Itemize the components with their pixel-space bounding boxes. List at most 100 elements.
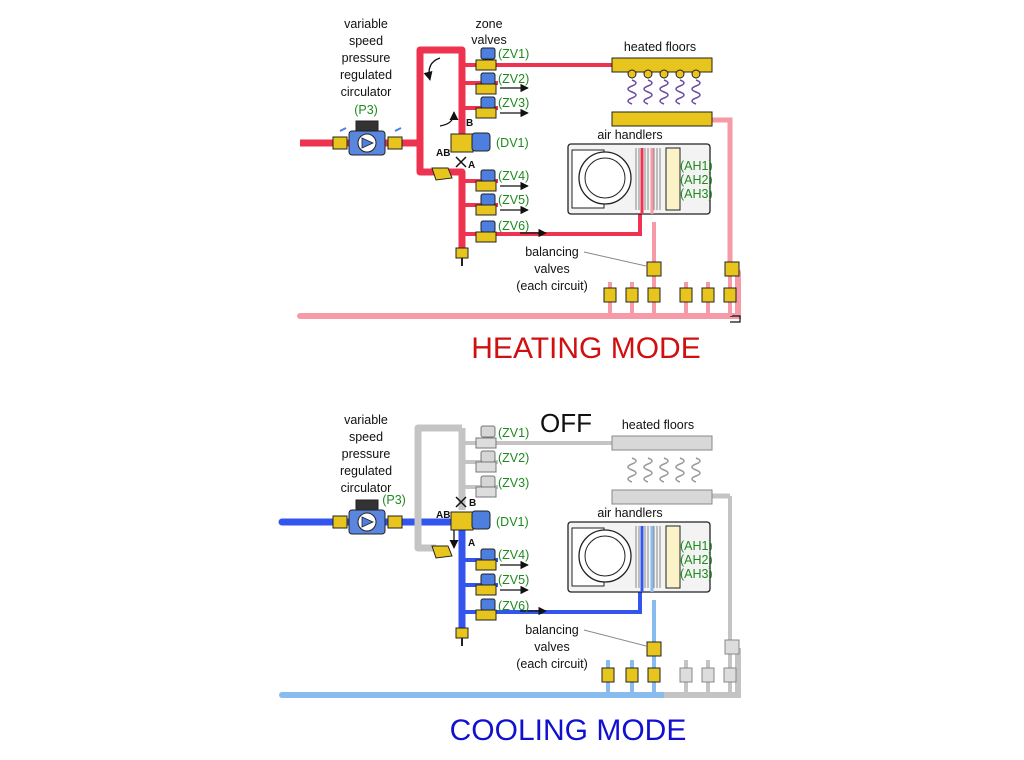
svg-text:valves: valves <box>534 640 569 654</box>
zone-valve-zv4 <box>475 548 497 571</box>
svg-text:(ZV1): (ZV1) <box>498 47 529 61</box>
port-a-label: A <box>468 538 475 549</box>
port-ab-label: AB <box>436 510 450 521</box>
svg-text:(ZV3): (ZV3) <box>498 476 529 490</box>
svg-text:(ZV6): (ZV6) <box>498 219 529 233</box>
diverter-tag: (DV1) <box>496 136 529 150</box>
zone-valve-zv3 <box>475 96 497 119</box>
svg-text:regulated: regulated <box>340 464 392 478</box>
zone-valve-zv4 <box>475 169 497 192</box>
circulator-p3 <box>332 120 403 156</box>
svg-text:circulator: circulator <box>341 85 392 99</box>
balancing-valves <box>603 261 740 303</box>
svg-text:(AH3): (AH3) <box>680 187 713 201</box>
circulator-tag: (P3) <box>354 103 378 117</box>
heating-mode-panel: variable speed pressure regulated circul… <box>297 17 741 365</box>
circulator-label: variable speed pressure regulated circul… <box>340 413 392 495</box>
zone-flow-arrows-cold <box>500 560 547 616</box>
svg-text:(AH1): (AH1) <box>680 159 713 173</box>
svg-text:(ZV4): (ZV4) <box>498 169 529 183</box>
zone-valve-zv5 <box>475 193 497 216</box>
svg-text:valves: valves <box>534 262 569 276</box>
zone-valve-tags: (ZV1) (ZV2) (ZV3) (ZV4) (ZV5) (ZV6) <box>498 426 529 613</box>
drain-valve <box>455 627 469 646</box>
svg-text:(each circuit): (each circuit) <box>516 279 588 293</box>
balancing-valves <box>601 641 662 683</box>
balancing-valves-label: balancing valves (each circuit) <box>516 245 588 293</box>
y-strainer <box>431 545 453 559</box>
svg-text:(AH3): (AH3) <box>680 567 713 581</box>
zone-valve-zv6 <box>475 220 497 243</box>
air-handler-unit <box>567 521 711 593</box>
zone-valve-zv6 <box>475 598 497 621</box>
zone-valve-zv3-off <box>475 475 497 498</box>
air-handlers-label: air handlers <box>597 506 662 520</box>
circulator-tag: (P3) <box>382 493 406 507</box>
air-handler-tags: (AH1) (AH2) (AH3) <box>680 159 713 201</box>
svg-text:(ZV5): (ZV5) <box>498 193 529 207</box>
svg-text:(ZV6): (ZV6) <box>498 599 529 613</box>
heated-floor-manifold <box>611 57 713 127</box>
svg-text:(AH2): (AH2) <box>680 173 713 187</box>
heating-mode-title: HEATING MODE <box>471 332 700 365</box>
svg-text:speed: speed <box>349 430 383 444</box>
drain-valve <box>455 247 469 266</box>
y-strainer <box>431 167 453 181</box>
zone-valve-zv1 <box>475 47 497 71</box>
return-header-off <box>664 648 741 698</box>
bypass-loop-off <box>414 424 462 552</box>
zone-valve-zv1-off <box>475 425 497 449</box>
svg-text:circulator: circulator <box>341 481 392 495</box>
svg-text:variable: variable <box>344 17 388 31</box>
svg-text:(ZV1): (ZV1) <box>498 426 529 440</box>
air-handler-tags: (AH1) (AH2) (AH3) <box>680 539 713 581</box>
port-b-label: B <box>469 498 476 509</box>
air-handler-unit <box>567 143 711 215</box>
diverter-tag: (DV1) <box>496 515 529 529</box>
zone-valves-label-line2: valves <box>471 33 506 47</box>
zone-valve-zv2 <box>475 72 497 95</box>
svg-text:speed: speed <box>349 34 383 48</box>
svg-text:(ZV2): (ZV2) <box>498 72 529 86</box>
svg-text:balancing: balancing <box>525 623 579 637</box>
svg-text:balancing: balancing <box>525 245 579 259</box>
diverter-valve-dv1 <box>450 132 491 168</box>
balancing-leader <box>583 251 647 267</box>
svg-text:(ZV4): (ZV4) <box>498 548 529 562</box>
return-header-tail <box>730 315 741 323</box>
air-handlers-label: air handlers <box>597 128 662 142</box>
off-status-label: OFF <box>540 408 592 438</box>
flow-arrow-loop-1 <box>423 57 441 81</box>
heated-floors-label: heated floors <box>624 40 696 54</box>
svg-text:pressure: pressure <box>342 51 391 65</box>
cooling-mode-title: COOLING MODE <box>450 714 687 747</box>
svg-text:variable: variable <box>344 413 388 427</box>
port-a-label: A <box>468 160 475 171</box>
port-ab-label: AB <box>436 148 450 159</box>
zone-valves-label-line1: zone <box>475 17 502 31</box>
svg-text:(ZV2): (ZV2) <box>498 451 529 465</box>
balancing-valves-off <box>679 639 740 683</box>
zone-valve-zv2-off <box>475 450 497 473</box>
zone-flow-arrows <box>500 83 547 238</box>
svg-text:(ZV5): (ZV5) <box>498 573 529 587</box>
bypass-loop-pipe <box>416 46 466 143</box>
svg-text:regulated: regulated <box>340 68 392 82</box>
svg-text:(AH1): (AH1) <box>680 539 713 553</box>
heated-floor-manifold-off <box>611 435 713 505</box>
circulator-label: variable speed pressure regulated circul… <box>340 17 392 99</box>
svg-text:(each circuit): (each circuit) <box>516 657 588 671</box>
zone-valve-zv5 <box>475 573 497 596</box>
svg-text:pressure: pressure <box>342 447 391 461</box>
balancing-leader <box>583 629 647 647</box>
cooling-mode-panel: variable speed pressure regulated circul… <box>278 408 741 747</box>
balancing-valves-label: balancing valves (each circuit) <box>516 623 588 671</box>
circulator-p3 <box>332 499 403 535</box>
flow-arrow-loop-2 <box>439 111 459 127</box>
floor-return-pipe <box>712 117 733 272</box>
port-b-label: B <box>466 118 473 129</box>
zone-valve-tags: (ZV1) (ZV2) (ZV3) (ZV4) (ZV5) (ZV6) <box>498 47 529 233</box>
svg-text:(ZV3): (ZV3) <box>498 96 529 110</box>
svg-text:(AH2): (AH2) <box>680 553 713 567</box>
